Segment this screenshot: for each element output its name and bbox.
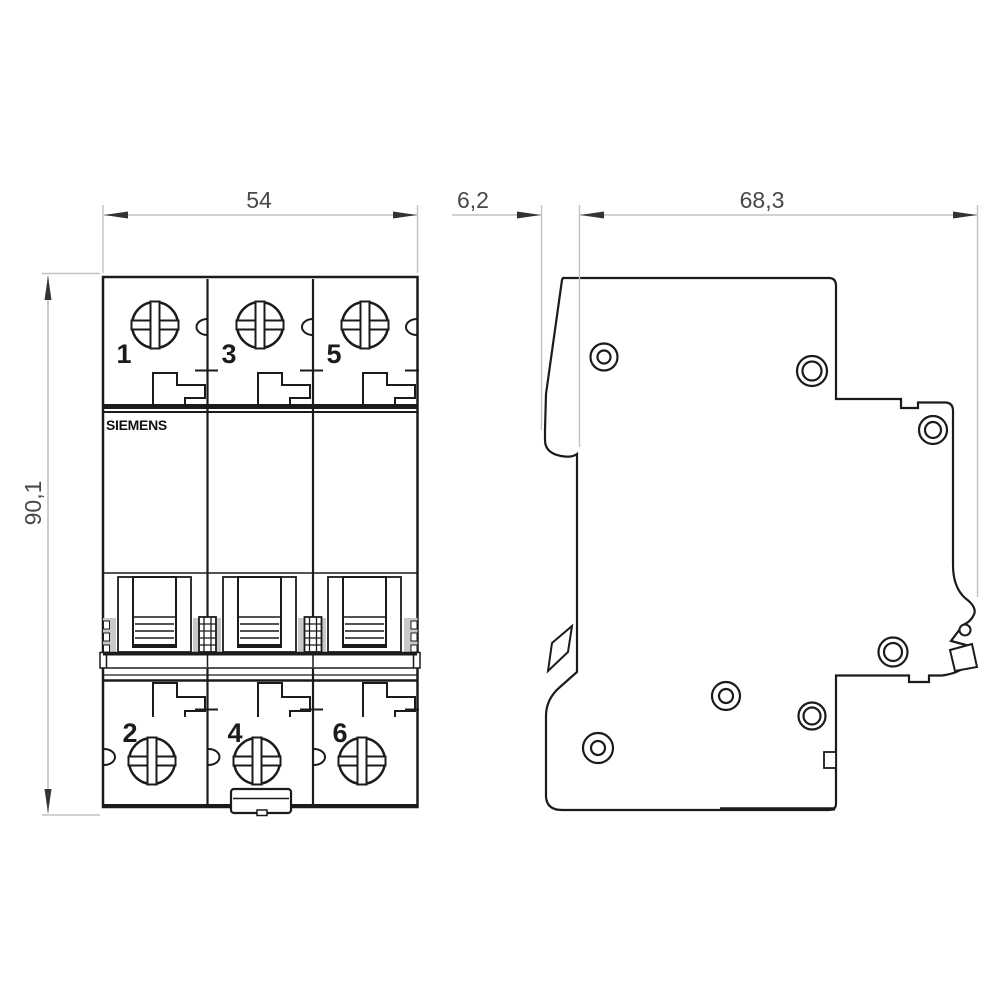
dimension-layer: 54 6,2 68,3 90,1 [20, 187, 979, 816]
din-clip-tab [229, 787, 293, 817]
din-rail-claw [948, 642, 979, 673]
terminal-numbers: 1 3 5 2 4 6 [116, 339, 347, 748]
dim-side-gap-label: 6,2 [457, 187, 489, 213]
screw-icon [232, 736, 282, 786]
claw-pin-icon [958, 623, 972, 637]
rivets [581, 342, 949, 765]
top-terminal-shapes [152, 369, 419, 404]
handle-tie-bar [99, 651, 421, 669]
screw-icon [130, 300, 180, 350]
extension-lines [42, 205, 979, 816]
terminal-label-5: 5 [326, 339, 341, 369]
terminal-label-3: 3 [221, 339, 236, 369]
rivet-icon [877, 636, 909, 668]
side-body-outline [543, 276, 976, 812]
top-terminal-notches [195, 318, 418, 336]
screw-icon [235, 300, 285, 350]
separator-band [103, 404, 418, 409]
terminal-label-2: 2 [122, 718, 137, 748]
bottom-terminal-screws [127, 736, 387, 786]
dim-front-height-label: 90,1 [20, 481, 46, 526]
terminal-label-1: 1 [116, 339, 131, 369]
dimension-lines [47, 214, 977, 813]
screw-icon [337, 736, 387, 786]
rivet-icon [710, 680, 742, 712]
din-release-clip [546, 623, 574, 674]
front-view [99, 275, 421, 817]
top-terminal-screws [130, 300, 390, 350]
terminal-label-6: 6 [332, 718, 347, 748]
side-view [543, 276, 979, 812]
dim-front-width-label: 54 [246, 187, 272, 213]
bottom-terminal-notches [103, 748, 326, 766]
rivet-icon [917, 414, 949, 446]
bottom-terminal-shapes [152, 682, 419, 717]
rivet-icon [797, 701, 827, 731]
toggle-handle [327, 576, 402, 653]
toggle-handle [117, 576, 192, 653]
rivet-icon [581, 731, 615, 765]
screw-icon [340, 300, 390, 350]
rivet-icon [795, 354, 829, 388]
brand-label: SIEMENS [106, 417, 167, 433]
dimension-arrows [44, 211, 977, 813]
screw-icon [127, 736, 177, 786]
handle-link-ladder [198, 616, 217, 653]
front-body-outline [101, 275, 419, 809]
latch-tab [823, 751, 837, 769]
dim-side-depth-label: 68,3 [740, 187, 785, 213]
terminal-label-4: 4 [227, 718, 242, 748]
handle-link-ladder [303, 616, 323, 653]
rivet-icon [589, 342, 619, 372]
toggle-handle [222, 576, 297, 653]
